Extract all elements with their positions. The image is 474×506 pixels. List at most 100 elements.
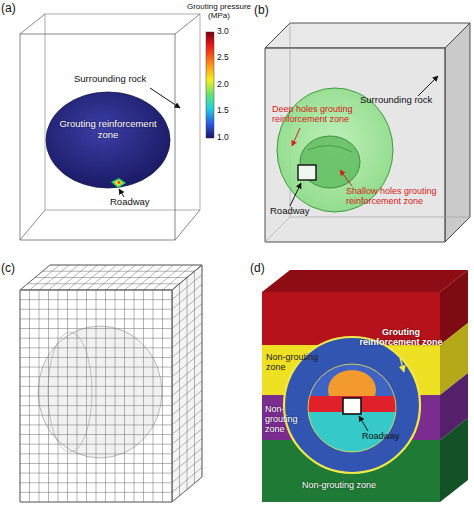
mesh-line xyxy=(35,277,187,278)
box-top-face xyxy=(265,23,470,48)
mesh-grid xyxy=(20,290,172,502)
zone-label: Non-grouting zone xyxy=(266,352,326,372)
mesh-line xyxy=(28,283,180,284)
leader-arrow xyxy=(292,128,300,146)
mesh-line xyxy=(172,458,202,483)
roadway-section xyxy=(343,398,361,414)
leader-arrow xyxy=(418,76,438,96)
zone-label: Non-grouting zone xyxy=(265,404,315,434)
colorbar-tick: 3.0 xyxy=(217,27,239,37)
box-edge xyxy=(20,14,45,34)
mesh-line xyxy=(172,381,202,406)
pressure-spot xyxy=(117,181,121,184)
mesh-line xyxy=(20,309,172,310)
mesh-face xyxy=(20,265,202,290)
colorbar-tick: 1.5 xyxy=(217,106,239,116)
mesh-face xyxy=(172,265,202,502)
mesh-line xyxy=(50,265,202,266)
side-band xyxy=(440,418,468,502)
mesh-line xyxy=(172,361,202,386)
leader-arrow xyxy=(340,170,352,186)
mesh-line xyxy=(172,410,202,435)
box-edge xyxy=(175,14,200,34)
mesh-line xyxy=(172,438,202,463)
callout-label: Surrounding rock xyxy=(74,74,174,85)
mesh-line xyxy=(172,477,202,502)
mesh-line xyxy=(20,290,172,291)
callout-label: Roadway xyxy=(110,197,170,208)
hidden-edge xyxy=(290,217,470,218)
inner-zone xyxy=(300,360,410,460)
leader-arrow xyxy=(150,88,180,108)
callout-label: Grouting reinforcement zone xyxy=(358,327,444,347)
mesh-line xyxy=(172,323,202,348)
mesh-line xyxy=(172,304,202,329)
callout-label: Surrounding rock xyxy=(360,95,460,106)
box-front-face xyxy=(265,48,445,242)
mesh-line xyxy=(172,275,202,300)
panel-tag: (d) xyxy=(250,262,280,275)
mesh-line xyxy=(43,271,195,272)
mesh-line xyxy=(172,352,202,377)
box-side-face xyxy=(445,23,470,242)
callout-label: Roadway xyxy=(270,206,330,217)
panel-b xyxy=(265,23,470,242)
grouting-zone-circle xyxy=(284,337,420,473)
callout-label: Shallow holes grouting reinforcement zon… xyxy=(346,186,446,206)
box-front-face xyxy=(20,34,175,240)
mesh-line xyxy=(20,299,172,300)
inner-zone xyxy=(300,412,410,452)
mesh-line xyxy=(172,429,202,454)
mesh-line xyxy=(20,502,172,503)
mesh-line xyxy=(172,400,202,425)
mesh-line xyxy=(172,371,202,396)
leader-arrow xyxy=(119,189,124,197)
colorbar-tick: 2.0 xyxy=(217,80,239,90)
mesh-line xyxy=(172,284,202,309)
mesh-grid xyxy=(20,265,202,290)
mesh-line xyxy=(172,467,202,492)
colorbar xyxy=(206,32,214,138)
mesh-line xyxy=(172,294,202,319)
mesh-line xyxy=(172,313,202,338)
panel-tag: (a) xyxy=(1,2,31,15)
box-edge xyxy=(175,210,200,240)
pressure-spot xyxy=(114,180,123,186)
inner-zones xyxy=(300,360,410,460)
inner-ring xyxy=(308,364,396,452)
mesh-line xyxy=(20,318,172,319)
panel-tag: (b) xyxy=(254,4,284,17)
zone-contour xyxy=(308,145,352,152)
grouting-zone-ellipsoid xyxy=(46,92,170,188)
mesh-line xyxy=(172,419,202,444)
zone-label: Non-grouting zone xyxy=(302,480,412,490)
leader-arrow xyxy=(400,358,404,372)
mesh-model xyxy=(20,265,202,502)
deep-holes-zone xyxy=(277,88,393,212)
ghost-grouting-zone xyxy=(48,332,92,452)
colorbar-tick: 1.0 xyxy=(217,133,239,143)
mesh-line xyxy=(172,342,202,367)
mesh-line xyxy=(172,390,202,415)
panel-a xyxy=(20,14,200,240)
box-top-face xyxy=(262,270,468,292)
roadway-section xyxy=(298,165,316,180)
mesh-line xyxy=(172,332,202,357)
box-edge xyxy=(20,210,45,240)
mesh-line xyxy=(20,482,172,483)
pressure-spot xyxy=(111,178,126,188)
ghost-grouting-zone xyxy=(38,326,162,458)
leader-arrow xyxy=(359,416,368,431)
hidden-edge xyxy=(265,217,290,242)
panel-d xyxy=(262,270,468,502)
mesh-face xyxy=(20,290,172,502)
roadway-spot xyxy=(111,178,126,188)
leader-arrow xyxy=(290,183,301,206)
callout-label: Grouting reinforcement zone xyxy=(58,119,158,140)
mesh-line xyxy=(172,265,202,290)
mesh-line xyxy=(20,492,172,493)
colorbar-title: Grouting pressure (MPa) xyxy=(181,3,257,21)
